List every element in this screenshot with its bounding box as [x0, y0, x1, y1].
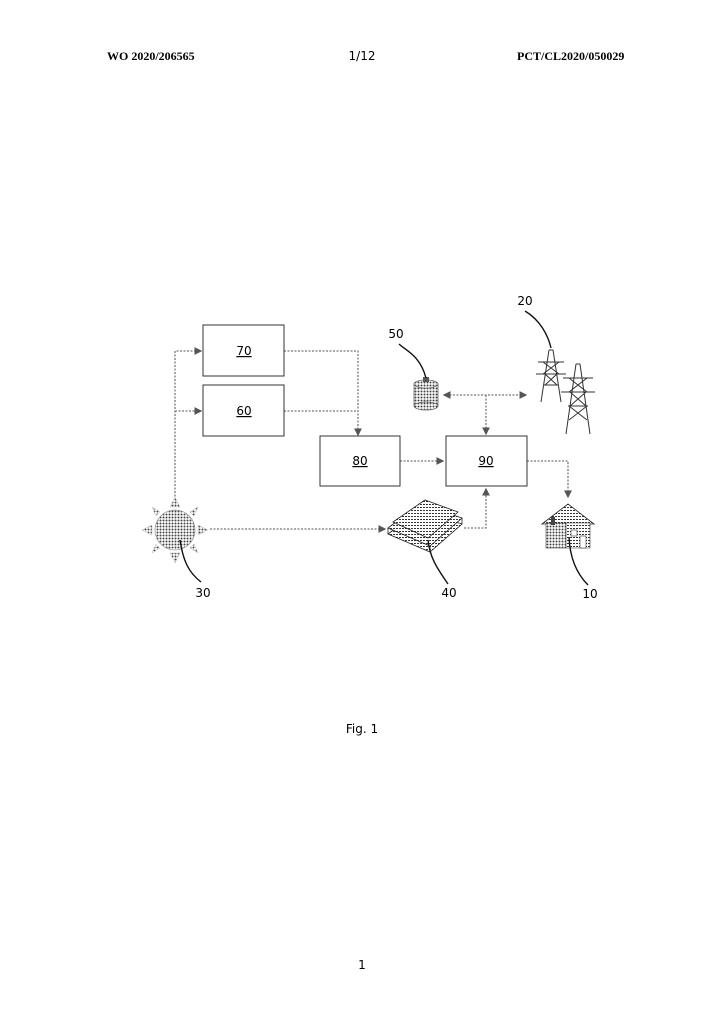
block-70: 70 [203, 325, 284, 376]
page-number: 1 [0, 958, 724, 972]
house-icon [542, 504, 594, 548]
block-70-label: 70 [236, 344, 251, 358]
block-90-label: 90 [478, 454, 493, 468]
sun-icon [142, 497, 208, 563]
ref-20: 20 [517, 294, 532, 308]
solar-panel-icon [388, 500, 462, 552]
leader-50 [399, 344, 426, 378]
block-80: 80 [320, 436, 400, 486]
block-80-label: 80 [352, 454, 367, 468]
ref-10: 10 [582, 587, 597, 601]
ref-50: 50 [388, 327, 403, 341]
battery-icon [414, 377, 438, 410]
leader-20 [525, 311, 551, 348]
block-90: 90 [446, 436, 527, 486]
block-60: 60 [203, 385, 284, 436]
power-tower-icon [536, 350, 595, 434]
ref-40: 40 [441, 586, 456, 600]
ref-30: 30 [195, 586, 210, 600]
figure-caption: Fig. 1 [0, 722, 724, 736]
block-60-label: 60 [236, 404, 251, 418]
